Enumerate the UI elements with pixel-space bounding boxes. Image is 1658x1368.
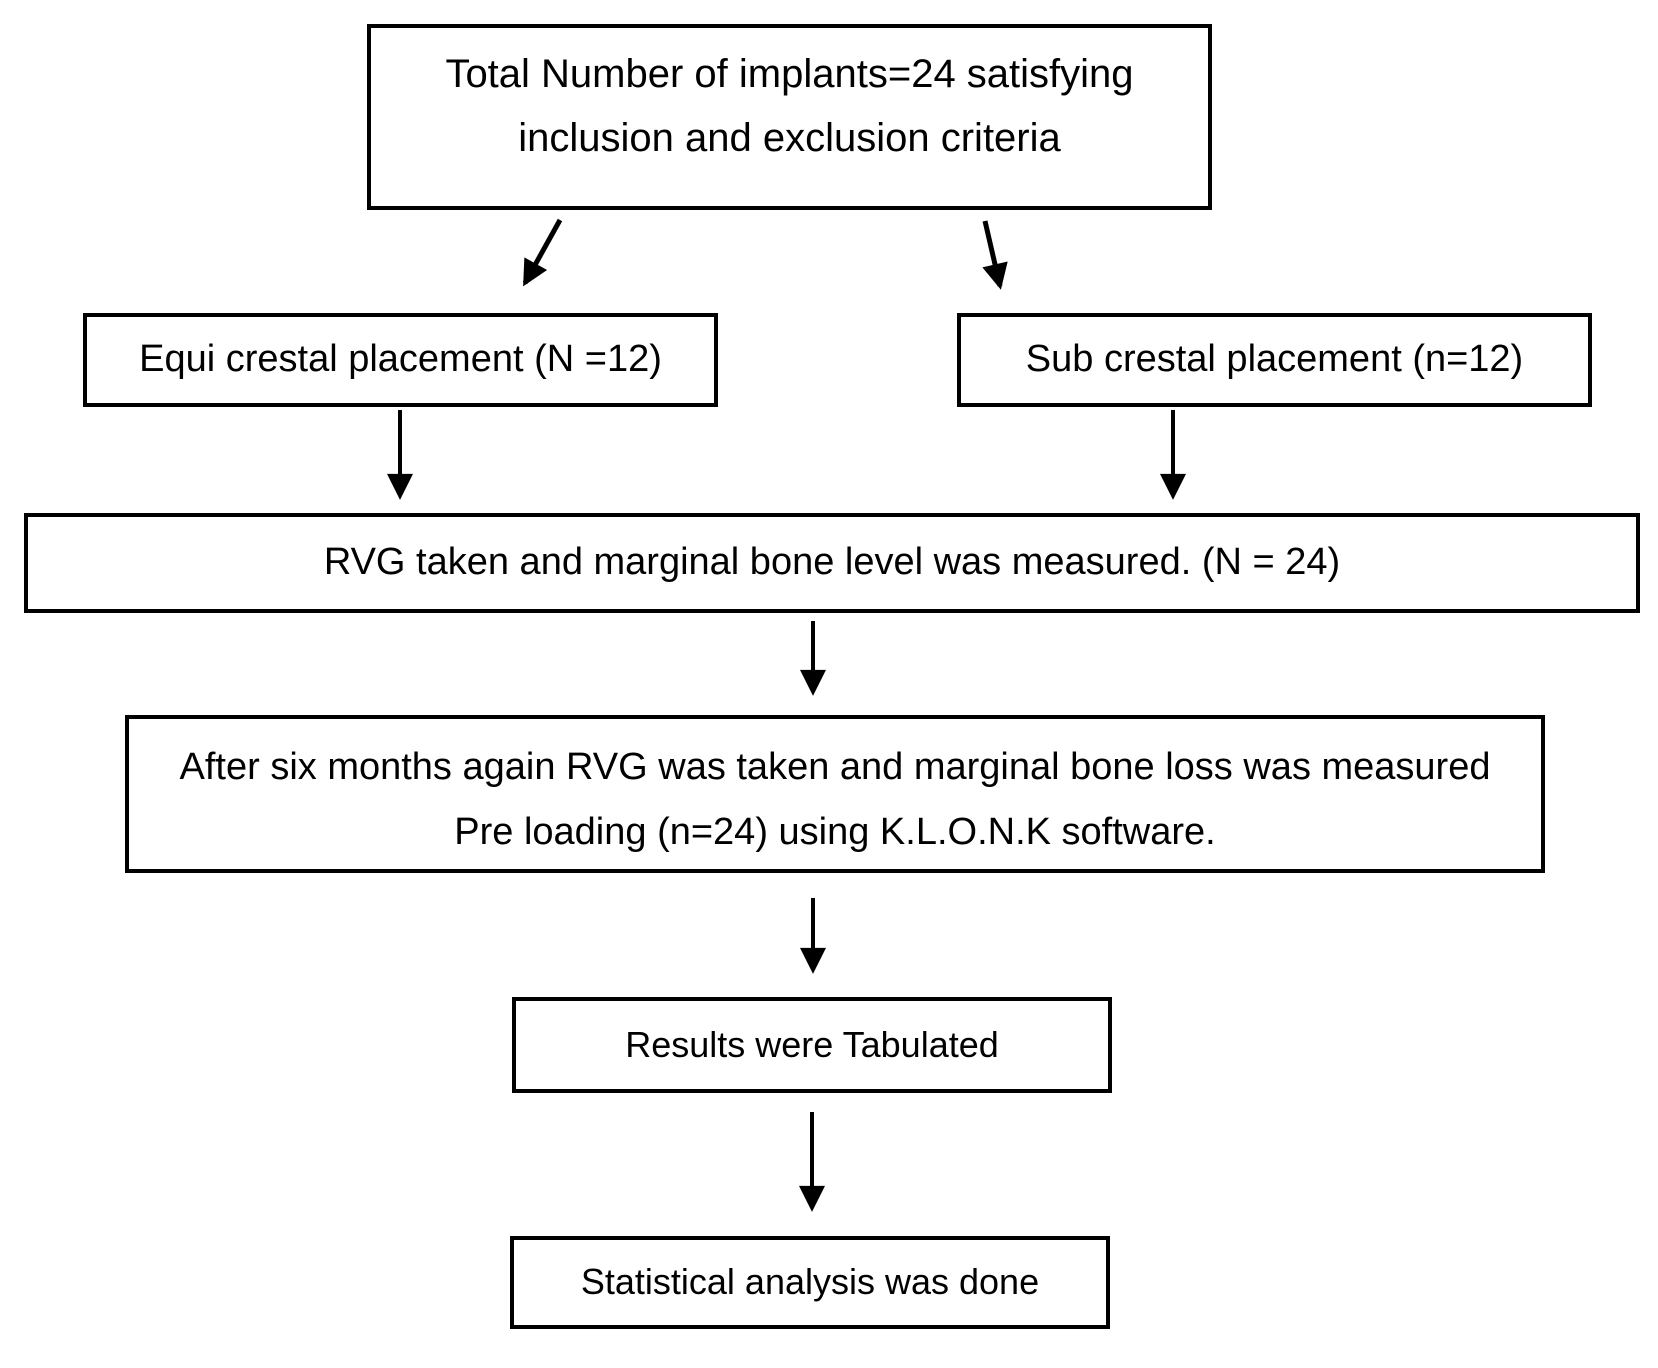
node-sub-crestal-placement: Sub crestal placement (n=12) — [957, 313, 1592, 407]
node-rvg-measured: RVG taken and marginal bone level was me… — [24, 513, 1640, 613]
node-after-six-months-line1: After six months again RVG was taken and… — [179, 746, 1491, 788]
arrow-total-to-equi — [522, 218, 563, 287]
node-statistical-analysis-label: Statistical analysis was done — [580, 1261, 1040, 1303]
node-equi-crestal-placement: Equi crestal placement (N =12) — [83, 313, 718, 407]
node-total-implants-line1: Total Number of implants=24 satisfying — [445, 52, 1134, 96]
node-results-tabulated-label: Results were Tabulated — [625, 1023, 999, 1065]
node-total-implants-line2: inclusion and exclusion criteria — [518, 116, 1061, 160]
node-after-six-months-line2: Pre loading (n=24) using K.L.O.N.K softw… — [454, 811, 1216, 853]
node-after-six-months: After six months again RVG was taken and… — [125, 715, 1545, 873]
node-equi-crestal-label: Equi crestal placement (N =12) — [139, 338, 662, 381]
node-rvg-measured-label: RVG taken and marginal bone level was me… — [323, 541, 1341, 584]
node-statistical-analysis: Statistical analysis was done — [510, 1236, 1110, 1329]
node-total-implants: Total Number of implants=24 satisfying i… — [367, 24, 1212, 210]
arrow-total-to-sub — [982, 220, 1008, 290]
node-results-tabulated: Results were Tabulated — [512, 997, 1112, 1093]
node-sub-crestal-label: Sub crestal placement (n=12) — [1025, 338, 1524, 381]
